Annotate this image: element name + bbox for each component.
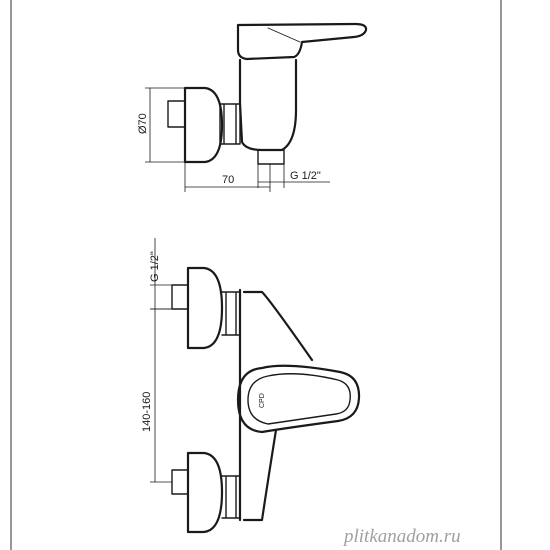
side-connector-nut	[219, 103, 241, 145]
front-upper-inlet	[171, 284, 189, 310]
side-cartridge-body	[238, 58, 298, 112]
dim-center-label: 140-160	[141, 392, 153, 432]
front-lever	[236, 364, 361, 434]
dim-d70-label: Ø70	[137, 113, 149, 134]
front-view: CPD G 1/2" 140-160	[141, 238, 361, 534]
front-upper-flange	[186, 266, 224, 350]
front-lower-flange	[186, 451, 224, 534]
front-upper-nut	[221, 291, 241, 336]
front-lower-inlet	[171, 469, 189, 495]
watermark: plitkanadom.ru	[342, 526, 461, 547]
side-mixer-body	[238, 101, 298, 152]
dim-side-thread-label: G 1/2"	[290, 170, 321, 182]
side-view: Ø70 70 G 1/2"	[137, 22, 368, 192]
dim-70-label: 70	[222, 174, 234, 186]
dim-front-thread-label: G 1/2"	[149, 251, 161, 282]
side-lever-handle	[236, 22, 368, 61]
side-outlet	[257, 149, 285, 165]
front-lever-inner	[247, 373, 351, 425]
front-mixer-body	[238, 288, 314, 522]
front-lower-nut	[221, 475, 241, 519]
brand-logo: CPD	[259, 393, 266, 408]
side-lever-crease	[267, 27, 301, 43]
side-inlet-pipe	[167, 100, 186, 128]
side-wall-flange	[183, 86, 224, 164]
